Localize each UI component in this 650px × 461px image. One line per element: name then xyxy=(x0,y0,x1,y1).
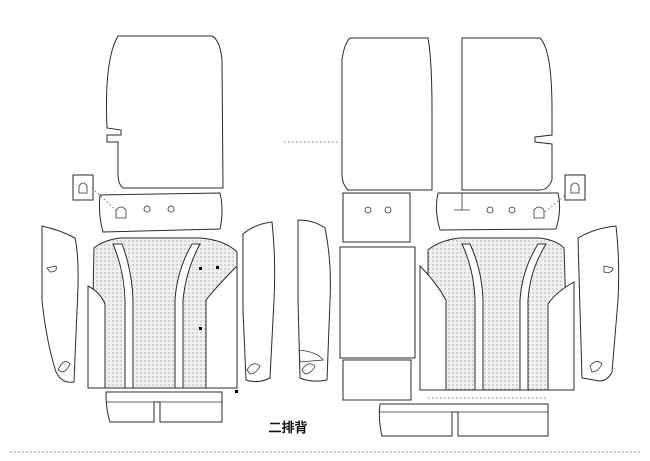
right-strap-panel xyxy=(435,192,561,231)
left-strap-hole-1 xyxy=(143,205,151,213)
left-strap-slot xyxy=(115,206,127,219)
left-top-panel xyxy=(105,35,224,189)
left-mark-4 xyxy=(235,390,238,393)
right-top-panel xyxy=(461,37,553,191)
right-headrest-tab xyxy=(564,174,586,201)
page-title: 二排背 xyxy=(268,420,307,436)
left-outer-bolster-slot xyxy=(57,361,71,373)
left-side-insert xyxy=(87,285,106,389)
left-flute-2 xyxy=(174,243,201,389)
right-left-insert xyxy=(419,264,447,391)
center-bolster xyxy=(297,219,331,382)
center-top-panel xyxy=(341,37,433,191)
left-inner-bolster xyxy=(242,221,276,383)
left-right-insert xyxy=(205,264,238,389)
right-headrest-slot xyxy=(570,182,580,194)
left-headrest-slot xyxy=(78,182,88,194)
center-strap-hole-2 xyxy=(384,206,392,214)
left-mark-2 xyxy=(216,266,219,269)
center-strap-panel xyxy=(342,192,411,243)
right-strap-hole-2 xyxy=(508,206,516,214)
left-strap-hole-2 xyxy=(167,205,175,213)
right-assembly xyxy=(378,37,620,437)
right-flute-1 xyxy=(461,243,484,391)
center-assembly xyxy=(284,37,433,401)
right-strap-slot xyxy=(533,206,545,219)
left-headrest-tab xyxy=(72,174,94,201)
right-bottom-panel xyxy=(378,403,549,437)
right-strap-hole-1 xyxy=(486,206,494,214)
left-outer-bolster-notch xyxy=(46,265,57,273)
left-mark-3 xyxy=(199,327,202,330)
right-right-insert xyxy=(547,281,575,391)
center-strap-hole-1 xyxy=(364,206,372,214)
right-outer-bolster xyxy=(577,225,620,382)
right-outer-bolster-slot xyxy=(589,361,603,373)
left-assembly xyxy=(41,35,276,423)
left-outer-bolster xyxy=(41,225,79,383)
left-bottom-panel xyxy=(105,391,223,423)
center-mid-panel xyxy=(339,246,416,359)
left-flute-1 xyxy=(112,243,134,389)
center-bolster-notch xyxy=(298,349,324,363)
right-outer-bolster-notch xyxy=(603,265,614,273)
center-lower-panel xyxy=(342,359,412,401)
right-flute-2 xyxy=(519,243,547,391)
center-bolster-slot xyxy=(301,363,316,375)
left-strap-panel xyxy=(98,192,223,233)
left-inner-bolster-slot xyxy=(246,363,261,375)
right-center-panel xyxy=(427,237,566,391)
right-strap-bar xyxy=(454,193,470,211)
left-mark-1 xyxy=(199,267,202,270)
left-strap-guide xyxy=(91,187,119,213)
